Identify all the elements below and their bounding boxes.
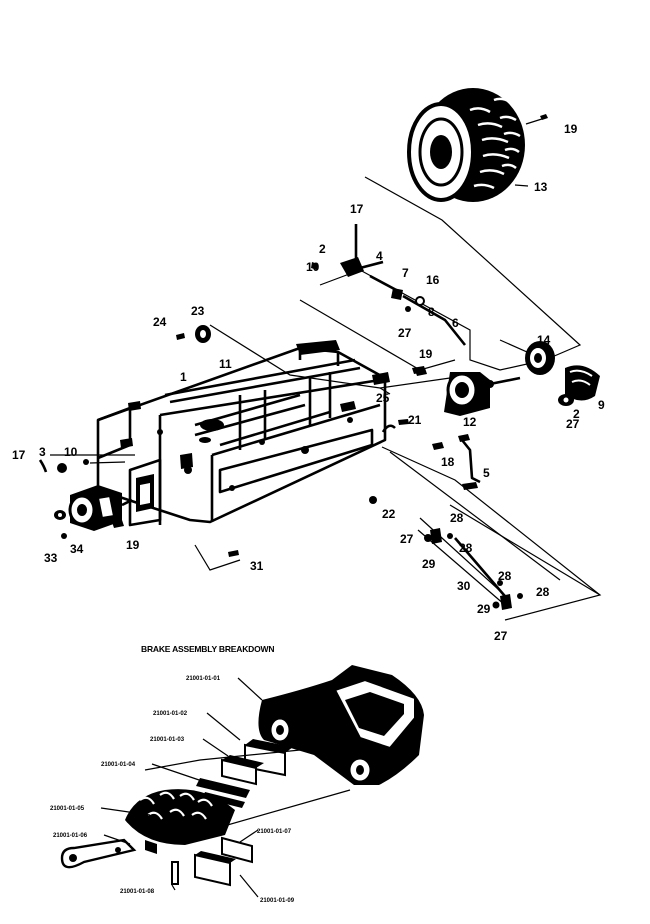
callout-34: 34 [70,542,84,556]
callout-19-left: 19 [126,538,140,552]
callout-22: 22 [382,507,396,521]
callout-1: 1 [180,370,187,384]
callout-28-b: 28 [459,541,473,555]
callout-14: 14 [537,333,551,347]
callout-17-upper: 17 [350,202,364,216]
callout-30: 30 [457,579,471,593]
callout-17-left: 17 [12,448,26,462]
callout-27-upper: 27 [398,326,412,340]
callout-2-upper: 2 [319,242,326,256]
callout-8: 8 [428,305,435,319]
callout-18: 18 [441,455,455,469]
callout-12: 12 [463,415,477,429]
callout-33: 33 [44,551,58,565]
callout-10-left: 10 [64,445,78,459]
brake-part-number: 21001-01-01 [186,676,221,682]
callout-31: 31 [250,559,264,573]
brake-part-number: 21001-01-04 [101,762,136,768]
brake-breakdown-title: BRAKE ASSEMBLY BREAKDOWN [141,644,274,654]
callout-2-lower: 2 [573,407,580,421]
gear-housing-right [415,368,521,416]
wheel-tire-assembly [407,88,525,202]
callout-4: 4 [376,249,383,263]
hub-left [54,485,133,539]
callout-16: 16 [426,273,440,287]
callout-labels: 19 13 17 2 4 10 7 16 8 27 6 23 24 19 14 … [12,122,605,643]
callout-27-right: 27 [566,417,580,431]
callout-25: 25 [376,391,390,405]
brake-assembly-breakdown [60,665,424,898]
chassis-frame [96,340,390,527]
callout-19-middle: 19 [419,347,433,361]
brake-part-number: 21001-01-08 [120,889,155,895]
callout-19-wheel-bolt: 19 [564,122,578,136]
cable-hardware [424,528,523,610]
wheel-bolt-icon [540,114,548,120]
callout-28-d: 28 [536,585,550,599]
callout-11: 11 [219,357,232,371]
callout-5: 5 [483,466,490,480]
brake-part-number: 21001-01-06 [53,833,88,839]
callout-10-upper: 10 [306,260,320,274]
brake-part-number: 21001-01-03 [150,737,185,743]
hub-drum-right [525,341,600,406]
callout-27-cable: 27 [400,532,414,546]
callout-23: 23 [191,304,205,318]
brake-part-number: 21001-01-07 [257,829,292,835]
brake-linkage-upper [311,224,467,346]
brake-part-number: 21001-01-09 [260,898,295,904]
callout-3: 3 [39,445,46,459]
brake-part-numbers: 21001-01-01 21001-01-02 21001-01-03 2100… [50,676,295,904]
callout-27-bottom: 27 [494,629,508,643]
callout-7: 7 [402,266,409,280]
callout-28-a: 28 [450,511,464,525]
callout-21: 21 [408,413,422,427]
callout-6: 6 [452,316,459,330]
brake-part-number: 21001-01-05 [50,806,85,812]
callout-24: 24 [153,315,167,329]
callout-29-a: 29 [422,557,436,571]
callout-29-b: 29 [477,602,491,616]
callout-9: 9 [598,398,605,412]
callout-28-c: 28 [498,569,512,583]
brake-part-number: 21001-01-02 [153,711,188,717]
callout-13-tire: 13 [534,180,548,194]
